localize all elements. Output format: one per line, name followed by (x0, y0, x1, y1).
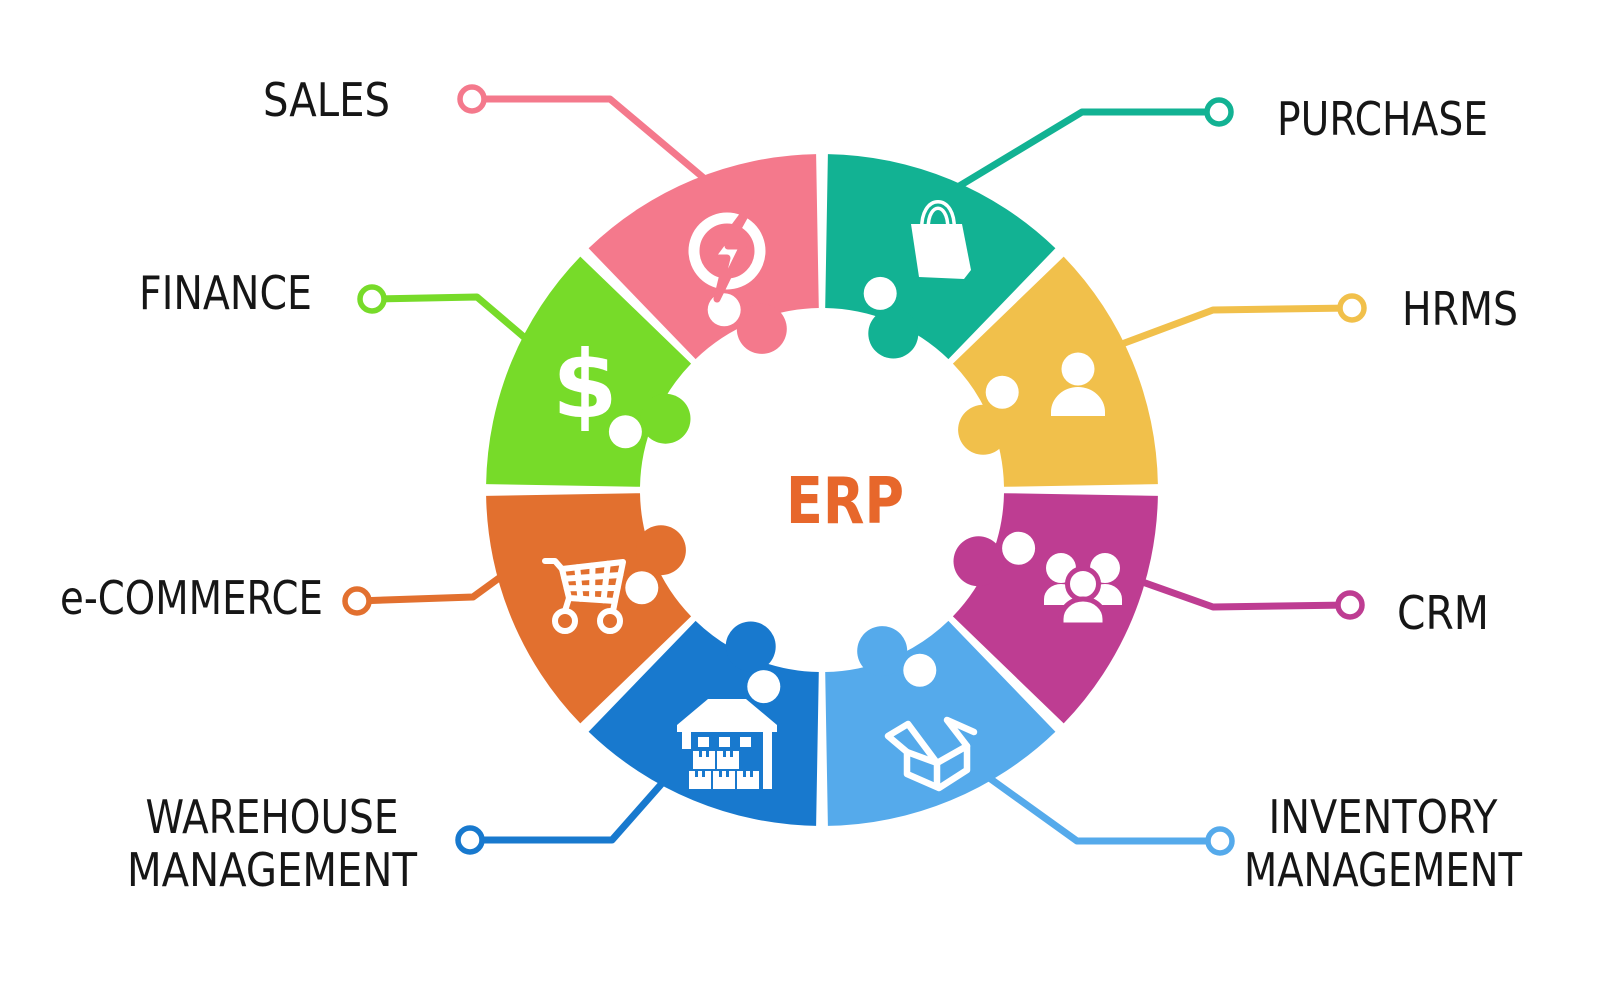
connector-layer (342, 84, 1367, 856)
puzzle-notch-warehouse (747, 670, 781, 704)
label-layer: PURCHASEHRMSCRMINVENTORYMANAGEMENTWAREHO… (60, 73, 1523, 897)
puzzle-notch-inventory (903, 653, 937, 687)
connector-dot-inventory (1205, 826, 1235, 856)
erp-center-title: ERP (786, 465, 904, 539)
puzzle-notch-sales (707, 293, 741, 327)
connector-finance (371, 293, 530, 343)
label-warehouse: WAREHOUSE (146, 790, 399, 844)
label-finance: FINANCE (139, 266, 312, 320)
label-ecommerce: e-COMMERCE (60, 571, 323, 625)
label-inventory: INVENTORY (1269, 790, 1499, 844)
connector-dot-crm (1335, 590, 1365, 620)
label-hrms: HRMS (1402, 282, 1518, 336)
open-box-icon (884, 716, 978, 792)
connector-ecommerce (356, 572, 505, 605)
flash-icon (688, 199, 766, 303)
label-crm: CRM (1397, 586, 1489, 640)
puzzle-knob-purchase (868, 308, 919, 359)
connector-dot-hrms (1337, 293, 1367, 323)
puzzle-knob-inventory (857, 626, 908, 677)
label-inventory-line2: MANAGEMENT (1244, 843, 1523, 897)
shopping-cart-icon (542, 558, 626, 634)
puzzle-knob-crm (953, 536, 1004, 587)
puzzle-notch-purchase (863, 276, 897, 310)
connector-crm (1139, 577, 1351, 611)
people-group-icon (1044, 553, 1122, 628)
connector-hrms (1118, 304, 1353, 349)
puzzle-knob-finance (640, 393, 691, 444)
connector-inventory (985, 773, 1220, 845)
puzzle-notch-crm (1002, 531, 1036, 565)
label-warehouse-line2: MANAGEMENT (127, 843, 418, 897)
puzzle-knob-sales (736, 303, 787, 354)
connector-dot-finance (357, 284, 387, 314)
connector-dot-warehouse (455, 825, 485, 855)
connector-sales (472, 95, 709, 183)
connector-warehouse (470, 778, 667, 844)
connector-dot-purchase (1204, 97, 1234, 127)
dollar-icon: $ (552, 331, 617, 440)
person-icon (1051, 352, 1105, 416)
puzzle-knob-ecommerce (635, 525, 686, 576)
label-sales: SALES (263, 73, 390, 127)
warehouse-icon (677, 699, 777, 789)
puzzle-notch-finance (608, 415, 642, 449)
label-purchase: PURCHASE (1277, 92, 1488, 146)
puzzle-knob-warehouse (725, 621, 776, 672)
connector-dot-ecommerce (342, 586, 372, 616)
puzzle-notch-hrms (985, 375, 1019, 409)
puzzle-knob-hrms (958, 404, 1009, 455)
puzzle-notch-ecommerce (625, 571, 659, 605)
svg-text:$: $ (552, 331, 617, 440)
icon-layer: $ (542, 199, 1122, 792)
connector-dot-sales (457, 84, 487, 114)
connector-purchase (954, 108, 1219, 191)
shopping-bag-icon (911, 200, 971, 279)
